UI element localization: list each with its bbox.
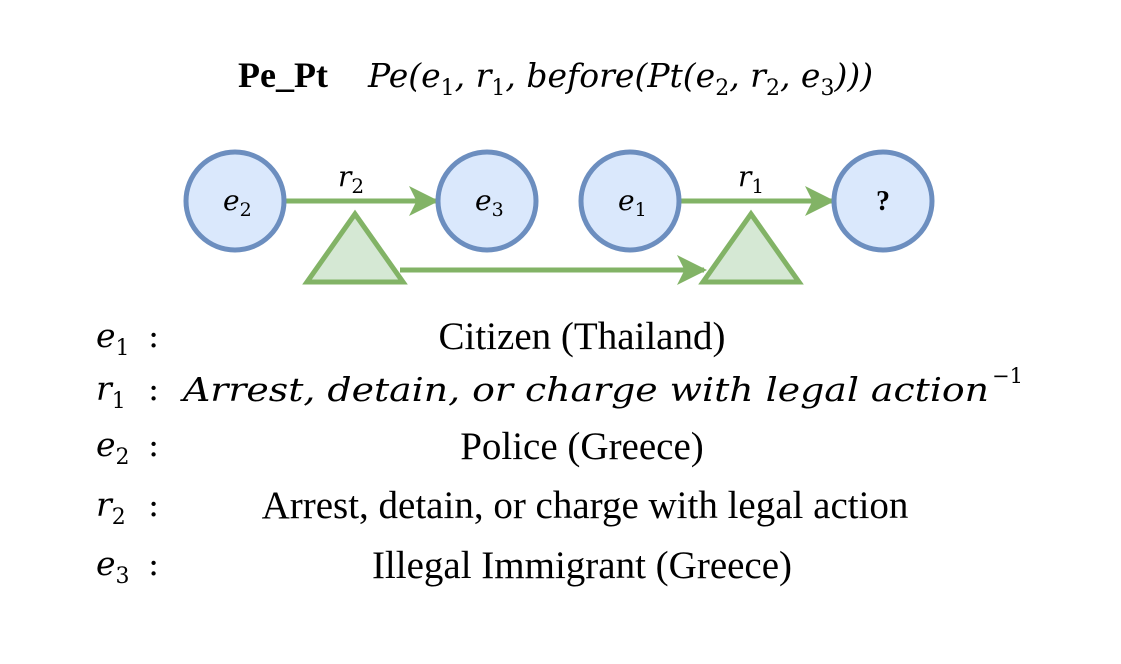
legend-superscript: −1	[992, 364, 1023, 388]
legend-description: Police (Greece)	[460, 425, 704, 468]
node-e2-label: e2	[223, 184, 252, 221]
node-query: ?	[831, 149, 935, 253]
legend-description: Citizen (Thailand)	[439, 315, 726, 358]
node-e1: e1	[578, 149, 682, 253]
edge-label-r1-base: r	[738, 160, 753, 193]
triangle-left	[302, 209, 408, 285]
node-e3-label: e3	[475, 184, 504, 221]
legend-row-r1: r1 : Arrest, detain, or charge with lega…	[96, 364, 1023, 414]
legend-colon: :	[148, 316, 159, 355]
legend-colon: :	[148, 369, 159, 408]
legend-row-e3: e3 : Illegal Immigrant (Greece)	[96, 544, 792, 589]
legend-symbol: e2	[96, 425, 130, 470]
legend-colon: :	[148, 425, 159, 464]
node-e3: e3	[435, 149, 539, 253]
node-query-label: ?	[876, 186, 890, 217]
legend-description: Arrest, detain, or charge with legal act…	[180, 370, 989, 409]
legend-colon: :	[148, 544, 159, 583]
legend-symbol: r2	[96, 485, 126, 530]
edge-label-r1: r1	[738, 160, 764, 198]
legend-symbol: e1	[96, 316, 130, 361]
node-e1-label: e1	[618, 184, 647, 221]
legend-colon: :	[148, 485, 159, 524]
title: Pe_Pt	[238, 55, 328, 95]
triangle-right	[698, 209, 804, 285]
edge-label-r1-sub: 1	[751, 174, 764, 198]
title-formula: Pe(e1, r1, before(Pt(e2, r2, e3)))	[367, 56, 873, 101]
legend-description: Arrest, detain, or charge with legal act…	[262, 484, 909, 527]
legend-row-e2: e2 : Police (Greece)	[96, 425, 704, 470]
title-name: Pe_Pt	[238, 55, 328, 95]
legend-symbol: r1	[96, 369, 126, 414]
legend-symbol: e3	[96, 544, 130, 589]
legend-row-e1: e1 : Citizen (Thailand)	[96, 315, 725, 361]
edge-label-r2-sub: 2	[351, 174, 364, 198]
legend-row-r2: r2 : Arrest, detain, or charge with lega…	[96, 484, 908, 530]
legend-description: Illegal Immigrant (Greece)	[372, 544, 792, 587]
edge-label-r2: r2	[338, 160, 364, 198]
edge-label-r2-base: r	[338, 160, 353, 193]
node-e2: e2	[183, 149, 287, 253]
